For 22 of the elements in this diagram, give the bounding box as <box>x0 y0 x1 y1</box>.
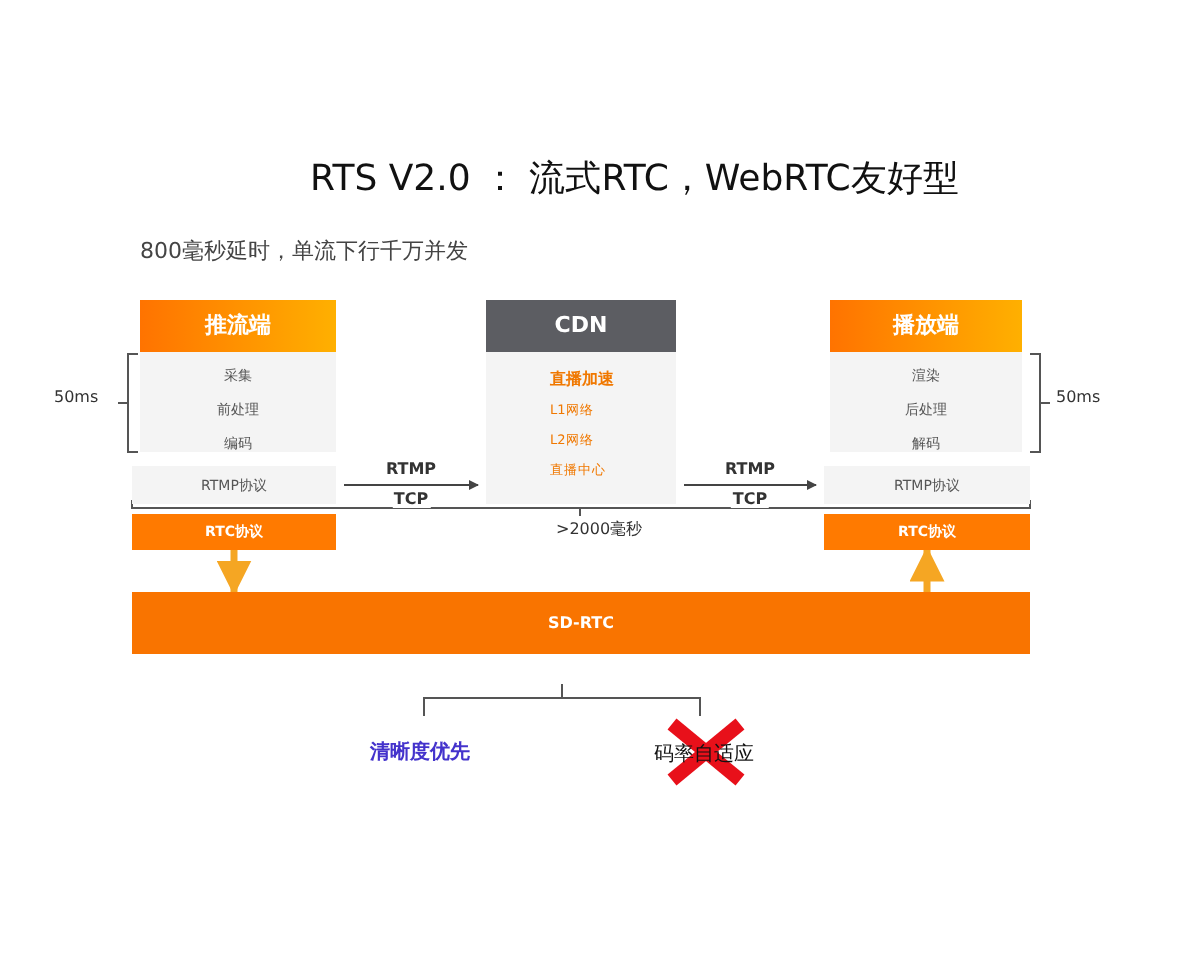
latency-label: 50ms <box>54 388 99 406</box>
edge-label: RTMP <box>383 459 439 477</box>
title: RTS V2.0 ： 流式RTC，WebRTC友好型 <box>310 156 959 202</box>
edge-label: RTMP <box>722 459 778 477</box>
arrow <box>216 550 252 596</box>
sd-rtc-bar: SD-RTC <box>132 592 1030 654</box>
edge-label: TCP <box>730 489 770 507</box>
side-panel <box>830 300 1022 452</box>
panel-header: 推流端 <box>140 300 336 352</box>
cdn-panel <box>486 300 676 504</box>
panel-header: 播放端 <box>830 300 1022 352</box>
arrow <box>909 546 945 592</box>
option-text: 清晰度优先 <box>356 736 484 768</box>
arrow <box>343 480 479 490</box>
subtitle: 800毫秒延时，单流下行千万并发 <box>140 236 468 266</box>
edge-label: TCP <box>391 489 431 507</box>
panel-item: 直播加速 <box>550 368 614 390</box>
panel-header: CDN <box>486 300 676 352</box>
latency-label: 50ms <box>1056 388 1101 406</box>
arrow <box>683 480 817 490</box>
latency-label: >2000毫秒 <box>556 518 643 540</box>
side-panel <box>140 300 336 452</box>
